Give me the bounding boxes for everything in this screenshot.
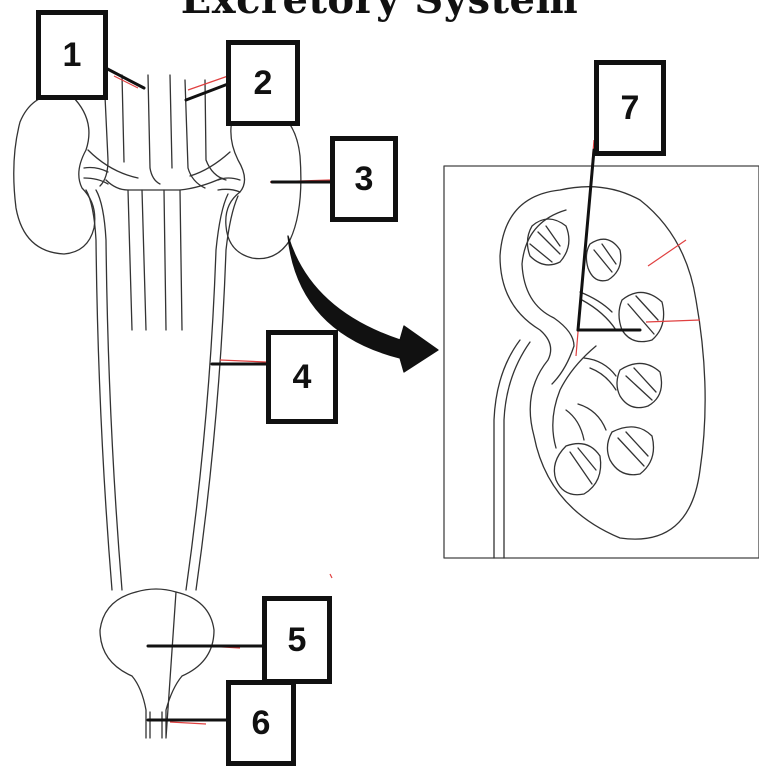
label-1: 1 xyxy=(36,10,108,100)
kidney-section-frame xyxy=(444,166,759,558)
label-4: 4 xyxy=(266,330,338,424)
urethra xyxy=(150,712,162,738)
label-2: 2 xyxy=(226,40,300,126)
left-kidney xyxy=(14,94,95,254)
label-7: 7 xyxy=(594,60,666,156)
great-vessels xyxy=(88,75,230,330)
ureters xyxy=(86,190,238,590)
urinary-bladder xyxy=(100,592,214,738)
label-3: 3 xyxy=(330,136,398,222)
label-5: 5 xyxy=(262,596,332,684)
label-6: 6 xyxy=(226,680,296,766)
leader-line-2 xyxy=(186,84,228,100)
kidney-cross-section xyxy=(494,187,705,558)
